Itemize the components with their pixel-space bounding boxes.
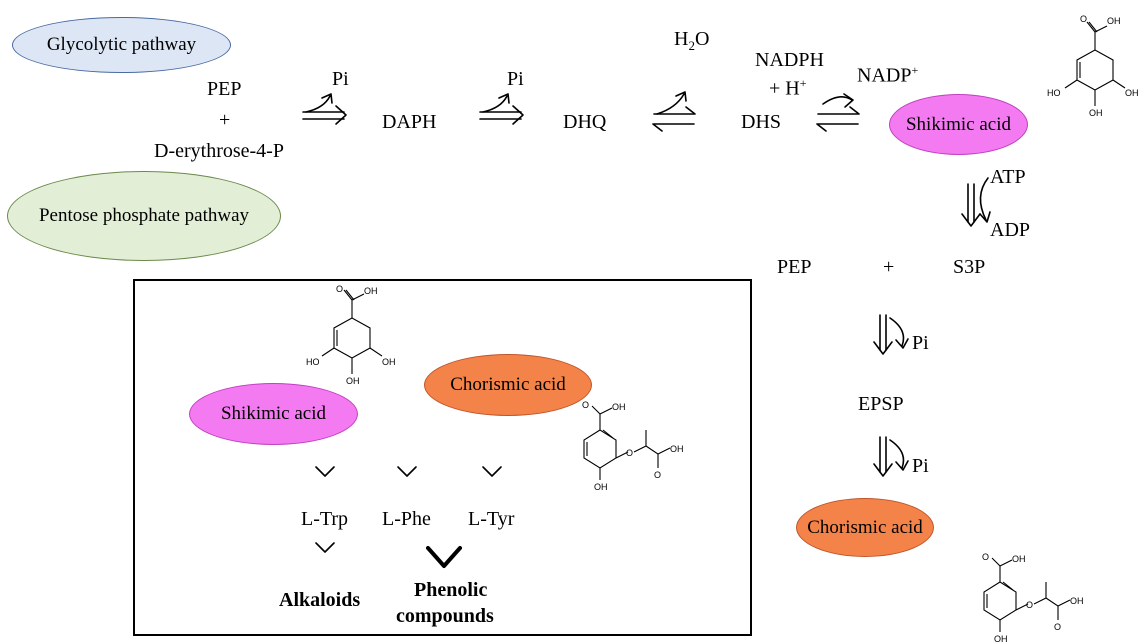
chevron-to-alkaloids-icon xyxy=(315,542,335,553)
box-shikimic-acid-label: Shikimic acid xyxy=(220,403,326,424)
glycolytic-pathway-label: Glycolytic pathway xyxy=(46,34,197,55)
arrow-shikimic-to-s3p xyxy=(961,177,991,227)
plus-sign-2: + xyxy=(883,256,895,278)
phenolic-label: Phenolic xyxy=(414,579,488,601)
shikimic-acid-structure-icon: O OH HO OH OH xyxy=(1047,14,1139,118)
atp-label: ATP xyxy=(990,166,1026,188)
box-chorismic-acid-structure-icon: O OH OH O OH O xyxy=(582,400,684,492)
pentose-phosphate-pathway-label: Pentose phosphate pathway xyxy=(38,205,249,226)
svg-text:OH: OH xyxy=(364,286,378,296)
pep-label-2: PEP xyxy=(777,256,812,278)
nadph-label: NADPH xyxy=(755,49,824,71)
arrow-dhq-dhs-reversible xyxy=(652,91,696,132)
arrow-pep-to-daph xyxy=(302,93,347,125)
plus-sign: + xyxy=(219,109,231,131)
box-chorismic-acid-label: Chorismic acid xyxy=(450,374,566,395)
svg-text:O: O xyxy=(1054,622,1061,632)
svg-text:O: O xyxy=(626,448,633,458)
arrow-dhs-shikimic-reversible xyxy=(816,93,860,132)
svg-text:OH: OH xyxy=(382,357,396,367)
svg-text:HO: HO xyxy=(1047,88,1061,98)
h-plus-label: + H+ xyxy=(769,76,807,100)
arrow-daph-to-dhq xyxy=(479,93,524,125)
compounds-label: compounds xyxy=(396,605,494,627)
chorismic-acid-label: Chorismic acid xyxy=(807,516,923,538)
box-shikimic-acid-structure-icon: O OH HO OH OH xyxy=(306,284,396,386)
chevron-to-phenolic-icon xyxy=(426,546,462,568)
svg-text:OH: OH xyxy=(1012,554,1026,564)
dhs-label: DHS xyxy=(741,111,782,133)
pi-label-2: Pi xyxy=(507,68,524,90)
box-shikimic-acid-node: Shikimic acid xyxy=(189,383,358,445)
svg-text:OH: OH xyxy=(994,634,1008,643)
alkaloids-label: Alkaloids xyxy=(279,589,361,611)
adp-label: ADP xyxy=(990,219,1031,241)
dhq-label: DHQ xyxy=(563,111,607,133)
shikimic-acid-node: Shikimic acid xyxy=(889,94,1028,155)
svg-text:O: O xyxy=(336,284,343,294)
chevron-to-tyr-icon xyxy=(482,466,502,477)
svg-text:HO: HO xyxy=(306,357,320,367)
chevron-to-phe-icon xyxy=(397,466,417,477)
l-tyr-label: L-Tyr xyxy=(468,508,515,530)
nadp-label: NADP+ xyxy=(857,63,919,87)
l-trp-label: L-Trp xyxy=(301,508,349,530)
svg-text:O: O xyxy=(1026,600,1033,610)
pi-label-1: Pi xyxy=(332,68,349,90)
s3p-label: S3P xyxy=(953,256,986,278)
downstream-products-box xyxy=(133,279,752,636)
chorismic-acid-structure-icon: O OH OH O OH O xyxy=(982,552,1084,643)
erythrose-4-p-label: D-erythrose-4-P xyxy=(154,140,284,162)
daph-label: DAPH xyxy=(382,111,437,133)
box-chorismic-acid-node: Chorismic acid xyxy=(424,354,592,416)
pi-label-4: Pi xyxy=(912,455,929,477)
svg-text:OH: OH xyxy=(1070,596,1084,606)
pentose-phosphate-pathway-node: Pentose phosphate pathway xyxy=(7,171,281,261)
svg-text:O: O xyxy=(1080,14,1087,24)
water-label: H2O xyxy=(674,28,710,53)
pi-label-3: Pi xyxy=(912,332,929,354)
epsp-label: EPSP xyxy=(858,393,904,415)
pep-label: PEP xyxy=(207,78,242,100)
arrow-s3p-to-epsp xyxy=(873,314,909,355)
svg-text:O: O xyxy=(982,552,989,562)
svg-text:OH: OH xyxy=(594,482,608,492)
svg-text:OH: OH xyxy=(670,444,684,454)
svg-text:OH: OH xyxy=(346,376,360,386)
svg-text:OH: OH xyxy=(1107,16,1121,26)
svg-text:OH: OH xyxy=(1089,108,1103,118)
shikimic-acid-label: Shikimic acid xyxy=(905,113,1011,135)
svg-text:O: O xyxy=(582,400,589,410)
svg-text:O: O xyxy=(654,470,661,480)
svg-text:OH: OH xyxy=(612,402,626,412)
svg-text:OH: OH xyxy=(1125,88,1139,98)
chorismic-acid-node: Chorismic acid xyxy=(796,498,934,557)
glycolytic-pathway-node: Glycolytic pathway xyxy=(12,17,231,73)
chevron-to-trp-icon xyxy=(315,466,335,477)
l-phe-label: L-Phe xyxy=(382,508,431,530)
arrow-epsp-to-chorismic xyxy=(873,436,909,477)
